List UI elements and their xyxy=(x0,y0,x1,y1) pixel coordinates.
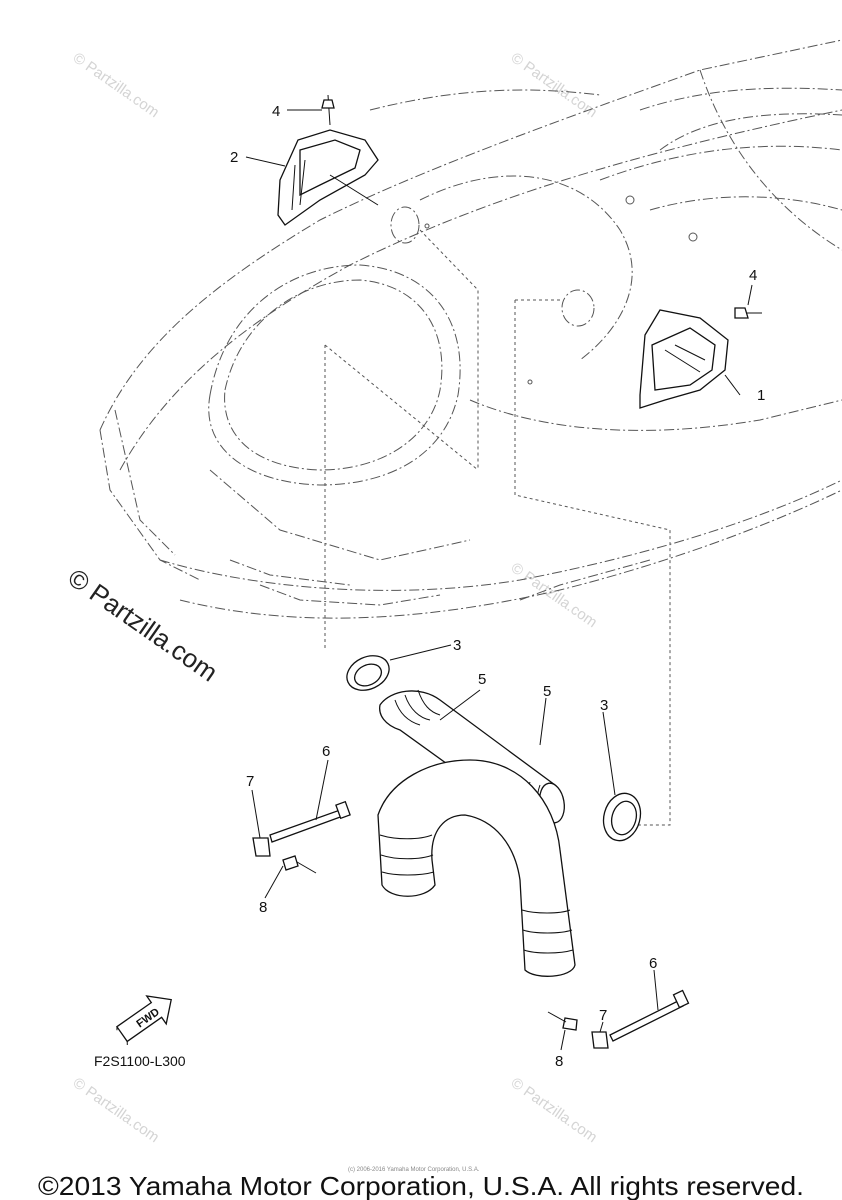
callout-4-top: 4 xyxy=(272,103,280,120)
part-4-screw-top[interactable] xyxy=(321,94,335,126)
part-6-cable-tie-right[interactable] xyxy=(609,989,690,1042)
part-8-rivet-right[interactable] xyxy=(547,1011,578,1031)
callouts: 4 2 4 1 3 5 5 3 6 7 8 6 7 8 xyxy=(230,103,765,1070)
part-8-rivet-left[interactable] xyxy=(282,855,317,874)
callout-7-left: 7 xyxy=(246,773,254,790)
callout-2: 2 xyxy=(230,149,238,166)
callout-6-right: 6 xyxy=(649,955,657,972)
callout-3-left: 3 xyxy=(453,637,461,654)
callout-5-right: 5 xyxy=(543,683,551,700)
part-4-screw-right[interactable] xyxy=(734,307,762,319)
part-7-clamp-right[interactable] xyxy=(591,1031,609,1049)
watermark-bottom-left: © Partzilla.com xyxy=(70,1074,163,1146)
part-1-air-duct-right[interactable] xyxy=(639,309,729,409)
watermark-top-left: © Partzilla.com xyxy=(70,49,163,121)
part-7-clamp-left[interactable] xyxy=(252,837,271,857)
fwd-arrow-icon: FWD xyxy=(115,995,172,1046)
callout-7-right: 7 xyxy=(599,1007,607,1024)
leader-lines xyxy=(245,109,753,1051)
copyright-footer: ©2013 Yamaha Motor Corporation, U.S.A. A… xyxy=(38,1171,804,1200)
part-6-cable-tie-left[interactable] xyxy=(269,800,351,843)
part-5-hose-lower[interactable] xyxy=(377,759,576,977)
part-2-air-duct-left[interactable] xyxy=(277,129,379,226)
routing-lines xyxy=(324,229,671,826)
diagram-code: F2S1100-L300 xyxy=(94,1053,186,1069)
callout-5-left: 5 xyxy=(478,671,486,688)
callout-1: 1 xyxy=(757,387,765,404)
watermark-mid-right: © Partzilla.com xyxy=(508,559,601,631)
part-3-grommet-left[interactable] xyxy=(341,649,394,697)
callout-4-right: 4 xyxy=(749,267,757,284)
callout-6-left: 6 xyxy=(322,743,330,760)
watermark-bottom-right: © Partzilla.com xyxy=(508,1074,601,1146)
callout-8-right: 8 xyxy=(555,1053,563,1070)
callout-8-left: 8 xyxy=(259,899,267,916)
hull-outline xyxy=(99,39,842,619)
watermark-large: © Partzilla.com xyxy=(63,562,224,687)
watermark-group: © Partzilla.com © Partzilla.com © Partzi… xyxy=(63,49,601,1146)
callout-3-right: 3 xyxy=(600,697,608,714)
tiny-copyright: (c) 2006-2016 Yamaha Motor Corporation, … xyxy=(348,1167,480,1173)
part-3-grommet-right[interactable] xyxy=(598,789,645,845)
